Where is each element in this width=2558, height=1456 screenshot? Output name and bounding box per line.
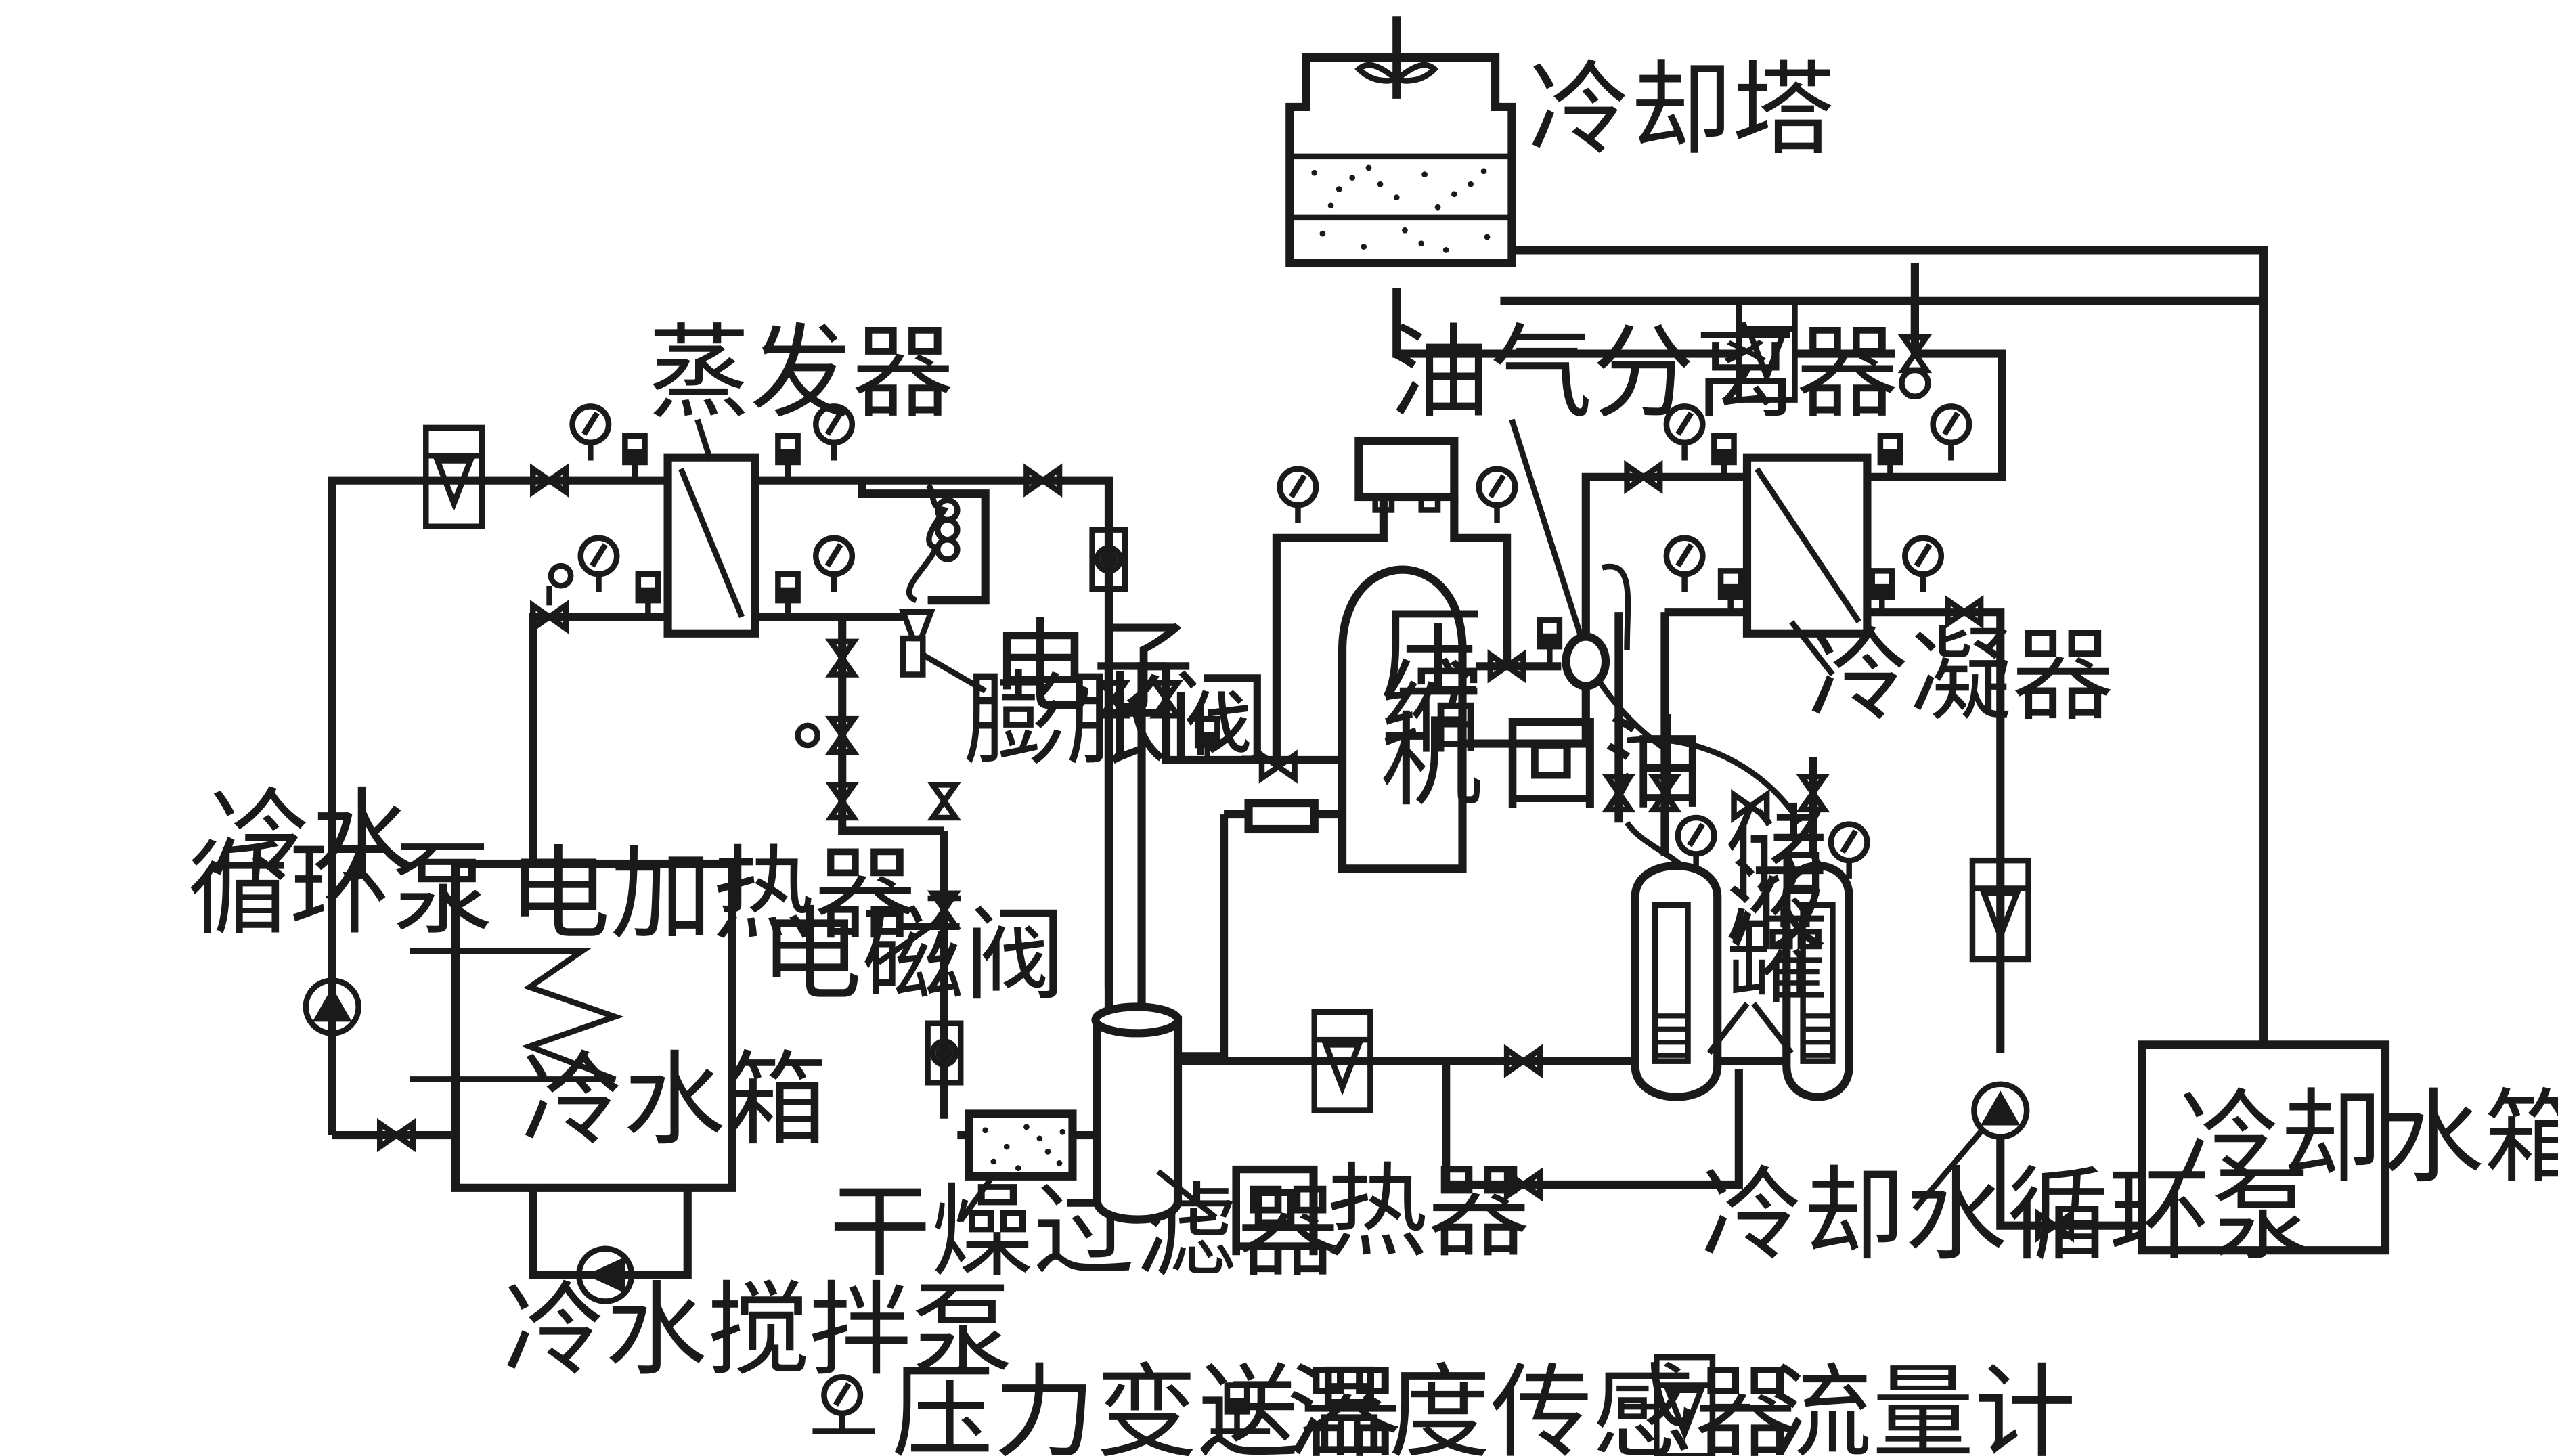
receiver-label-3: 罐 [1725,899,1828,1018]
legend-label-flow: 流量计 [1770,1353,2076,1456]
dryer-filter-label: 干燥过滤器 [829,1172,1339,1291]
oil-separator-box [1354,437,1459,513]
electronic-expansion-valve [898,483,961,678]
receiver-label-2: 液 [1725,846,1828,965]
solenoid-valve [927,888,961,926]
legend: 压力变送器 温度传感器 流量计 [812,1353,2076,1456]
eev-label-2: 膨胀阀 [964,661,1270,780]
cooling-tower-label: 冷却塔 [1528,50,1834,169]
regenerator [1091,666,1183,1224]
legend-item-temperature: 温度传感器 [1210,1353,1796,1456]
dryer-filter [965,1109,1077,1181]
chilled-pump-label-2: 循环泵 [188,830,493,949]
electric-heater-label: 电加热器 [508,835,917,954]
cooling-tower [1285,16,1516,267]
cooling-pump-label: 冷却水循环泵 [1701,1155,2313,1275]
evaporator-label: 蒸发器 [648,313,954,433]
compressor-label-1: 压 [1380,596,1482,715]
oil-separator-vessel [1562,632,1610,690]
evaporator [663,453,759,638]
cooling-tank-label: 冷却水箱 [2178,1078,2558,1197]
oil-separator-label: 油气分离器 [1388,313,1898,433]
cooling-water-tank [2138,1040,2390,1255]
oil-heater-box [1244,799,1319,834]
regenerator-label: 回热器 [1224,1152,1530,1271]
cooling-water-pump [1974,1084,2027,1137]
stir-pump-label: 冷水搅拌泵 [504,1271,1013,1390]
chilled-pump-label-1: 冷水 [208,777,412,896]
compressor [1338,565,1467,873]
chilled-tank-label: 冷水箱 [521,1040,827,1160]
chilled-water-tank [409,859,736,1192]
stir-pump [576,1245,635,1304]
compressor-label-3: 机 [1380,701,1482,820]
liquid-receiver-2 [1782,862,1853,1101]
legend-item-flow: 流量计 [1618,1353,2076,1456]
condenser [1742,453,1872,638]
liquid-receiver-1 [1631,861,1722,1101]
legend-label-pressure: 压力变送器 [891,1353,1401,1456]
condenser-label: 冷凝器 [1808,616,2114,735]
legend-item-pressure: 压力变送器 [812,1353,1402,1456]
valves [380,337,2071,1237]
compressor-label-2: 缩 [1380,649,1482,768]
solenoid-valve-label: 电磁阀 [760,896,1066,1015]
